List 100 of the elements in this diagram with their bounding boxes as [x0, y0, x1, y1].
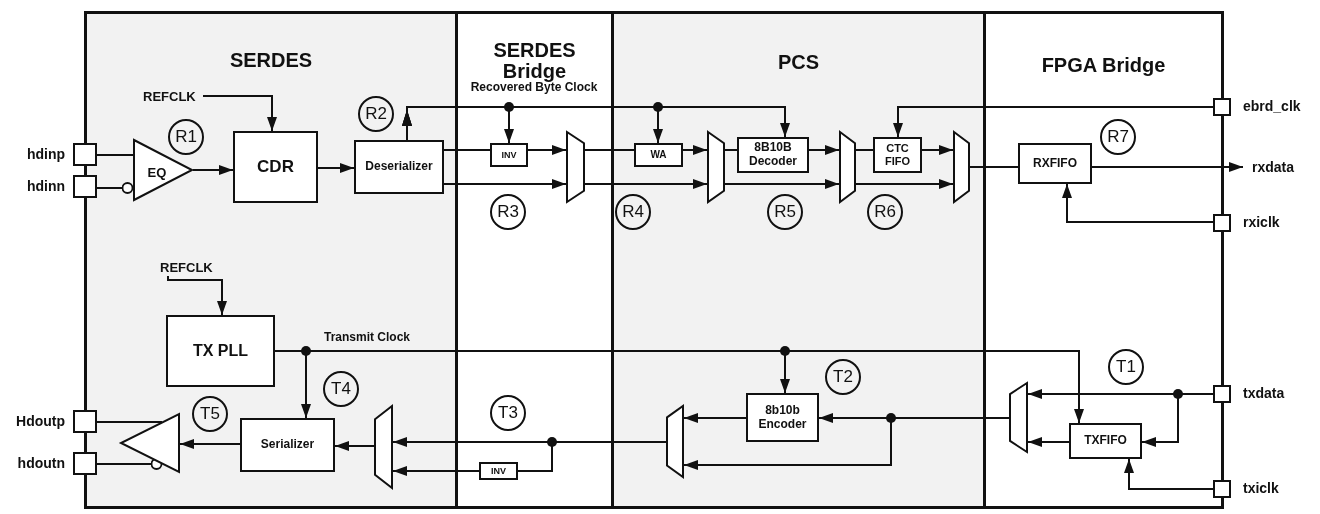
signal-arrow — [1091, 162, 1244, 172]
block-box — [737, 137, 809, 173]
signal-arrow — [724, 179, 840, 189]
signal-arrow — [584, 179, 708, 189]
port-square — [1213, 98, 1231, 116]
block-label: RXFIFO — [1033, 156, 1077, 171]
block-box — [233, 131, 318, 203]
signal-arrow — [1027, 437, 1070, 447]
block-box — [354, 140, 444, 194]
signal-label: REFCLK — [160, 260, 213, 275]
callout-circle — [358, 96, 394, 132]
callout-number: T1 — [1116, 357, 1136, 377]
port-square — [73, 410, 97, 433]
signal-arrow — [682, 145, 708, 155]
callout-number: R7 — [1107, 127, 1129, 147]
signal-line — [584, 149, 635, 151]
block-label: 8b10b Encoder — [757, 403, 808, 432]
port-square — [1213, 385, 1231, 403]
block-box — [1069, 423, 1142, 459]
port-label: Hdoutp — [15, 412, 65, 429]
panel-title: FPGA Bridge — [1040, 55, 1167, 76]
signal-line — [96, 421, 163, 423]
block-label: EQ — [146, 164, 168, 180]
signal-line — [96, 154, 134, 156]
block-label: CDR — [257, 157, 294, 177]
signal-line — [443, 149, 491, 151]
section-panel — [84, 11, 458, 509]
signal-arrow — [392, 466, 480, 476]
port-label: txiclk — [1243, 480, 1279, 496]
port-label: hdinn — [25, 177, 65, 194]
section-panel — [983, 11, 1224, 509]
section-panel — [611, 11, 986, 509]
port-label: hdoutn — [16, 454, 65, 471]
callout-number: T2 — [833, 367, 853, 387]
signal-line — [724, 149, 738, 151]
signal-label: REFCLK — [143, 88, 196, 104]
block-label: INV — [501, 149, 517, 161]
port-square — [73, 452, 97, 475]
block-box — [873, 137, 922, 173]
callout-circle — [867, 194, 903, 230]
signal-arrow — [192, 165, 234, 175]
signal-arrow — [317, 163, 355, 173]
callout-number: R5 — [774, 202, 796, 222]
port-square — [1213, 214, 1231, 232]
signal-arrow — [1062, 183, 1214, 223]
callout-number: T4 — [331, 379, 351, 399]
signal-arrow — [921, 145, 954, 155]
block-box — [240, 418, 335, 472]
callout-number: T3 — [498, 403, 518, 423]
callout-circle — [192, 396, 228, 432]
signal-arrow — [893, 106, 1214, 138]
block-box — [490, 143, 528, 167]
signal-line — [855, 149, 874, 151]
port-label: ebrd_clk — [1243, 98, 1301, 114]
block-box — [479, 462, 518, 480]
callout-circle — [490, 194, 526, 230]
signal-arrow — [683, 413, 747, 423]
block-label: Deserializer — [365, 160, 433, 174]
block-label: INV — [491, 465, 506, 477]
signal-arrow — [443, 179, 567, 189]
panel-title: SERDES — [228, 50, 314, 71]
signal-arrow — [808, 145, 840, 155]
port-square — [73, 143, 97, 166]
section-panel — [455, 11, 614, 509]
callout-circle — [490, 395, 526, 431]
signal-arrow — [855, 179, 954, 189]
signal-line — [969, 166, 1019, 168]
port-square — [1213, 480, 1231, 498]
callout-circle — [615, 194, 651, 230]
block-label: TX PLL — [192, 341, 249, 361]
port-label: hdinp — [25, 145, 65, 162]
signal-arrow — [167, 275, 227, 316]
callout-circle — [168, 119, 204, 155]
callout-number: R3 — [497, 202, 519, 222]
callout-number: R1 — [175, 127, 197, 147]
panel-title: PCS — [776, 52, 821, 73]
edge-label: Transmit Clock — [324, 330, 412, 344]
callout-number: R6 — [874, 202, 896, 222]
callout-number: T5 — [200, 404, 220, 424]
callout-circle — [1100, 119, 1136, 155]
block-box — [1018, 143, 1092, 184]
callout-circle — [1108, 349, 1144, 385]
port-label: txdata — [1243, 385, 1285, 401]
block-box — [634, 143, 683, 167]
port-square — [73, 175, 97, 198]
panel-title: SERDES Bridge — [492, 40, 577, 82]
callout-circle — [767, 194, 803, 230]
block-label: TXFIFO — [1084, 434, 1127, 448]
signal-arrow — [527, 145, 567, 155]
block-label: Serializer — [260, 438, 315, 452]
signal-label: rxdata — [1252, 159, 1295, 175]
block-box — [166, 315, 275, 387]
block-box — [746, 393, 819, 442]
callout-number: R2 — [365, 104, 387, 124]
callout-circle — [825, 359, 861, 395]
port-label: rxiclk — [1243, 214, 1280, 230]
block-label: 8B10B Decoder — [748, 141, 798, 169]
signal-arrow — [202, 95, 277, 132]
signal-arrow — [334, 441, 375, 451]
callout-number: R4 — [622, 202, 644, 222]
